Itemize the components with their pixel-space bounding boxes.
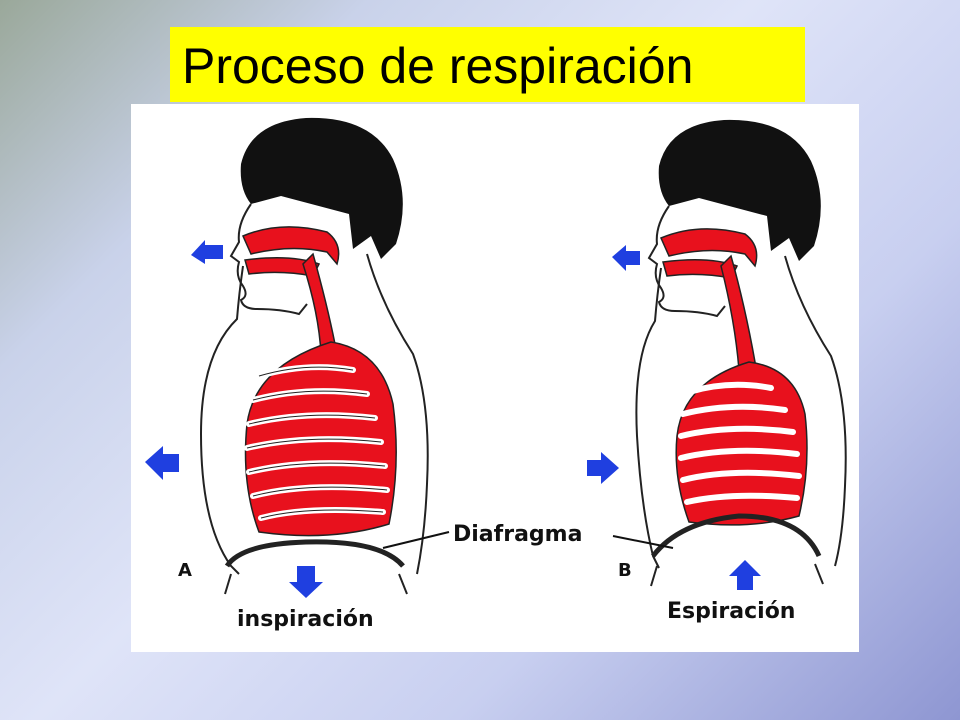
arrow-left-icon [191,240,223,264]
arrow-down-icon [289,566,323,598]
trachea-b [720,254,756,372]
inspiracion-label: inspiración [237,607,374,632]
respiration-diagram: Diafragma inspiración Espiración A B [131,104,859,652]
espiracion-label: Espiración [667,599,796,624]
hair-a [240,117,403,260]
figure-b-expiration [587,119,847,590]
diafragma-pointer-a [382,531,450,549]
diafragma-pointer-b [612,535,674,549]
ribs-b [678,381,802,505]
face-a [229,203,308,316]
hair-b [658,119,821,262]
title-banner: Proceso de respiración [170,27,805,102]
arrow-up-icon [729,560,761,590]
diagram-canvas [145,117,847,598]
body-outline-b [635,255,847,569]
panel-b-label: B [618,560,632,581]
trachea-a [302,252,336,356]
lungs-b [675,361,808,526]
panel-a-label: A [178,560,192,581]
page-title: Proceso de respiración [182,38,694,94]
diaphragm-a [224,539,405,568]
diaphragm-b [651,513,822,558]
nasal-cavity-a [242,226,340,266]
diafragma-label: Diafragma [453,522,583,547]
body-outline-a [199,253,429,575]
arrow-left-icon [145,446,179,480]
arrow-left-icon [612,245,640,271]
figure-a-inspiration [145,117,450,598]
face-b [647,205,726,318]
arrow-right-icon [587,452,619,484]
nasal-cavity-b [660,228,758,268]
